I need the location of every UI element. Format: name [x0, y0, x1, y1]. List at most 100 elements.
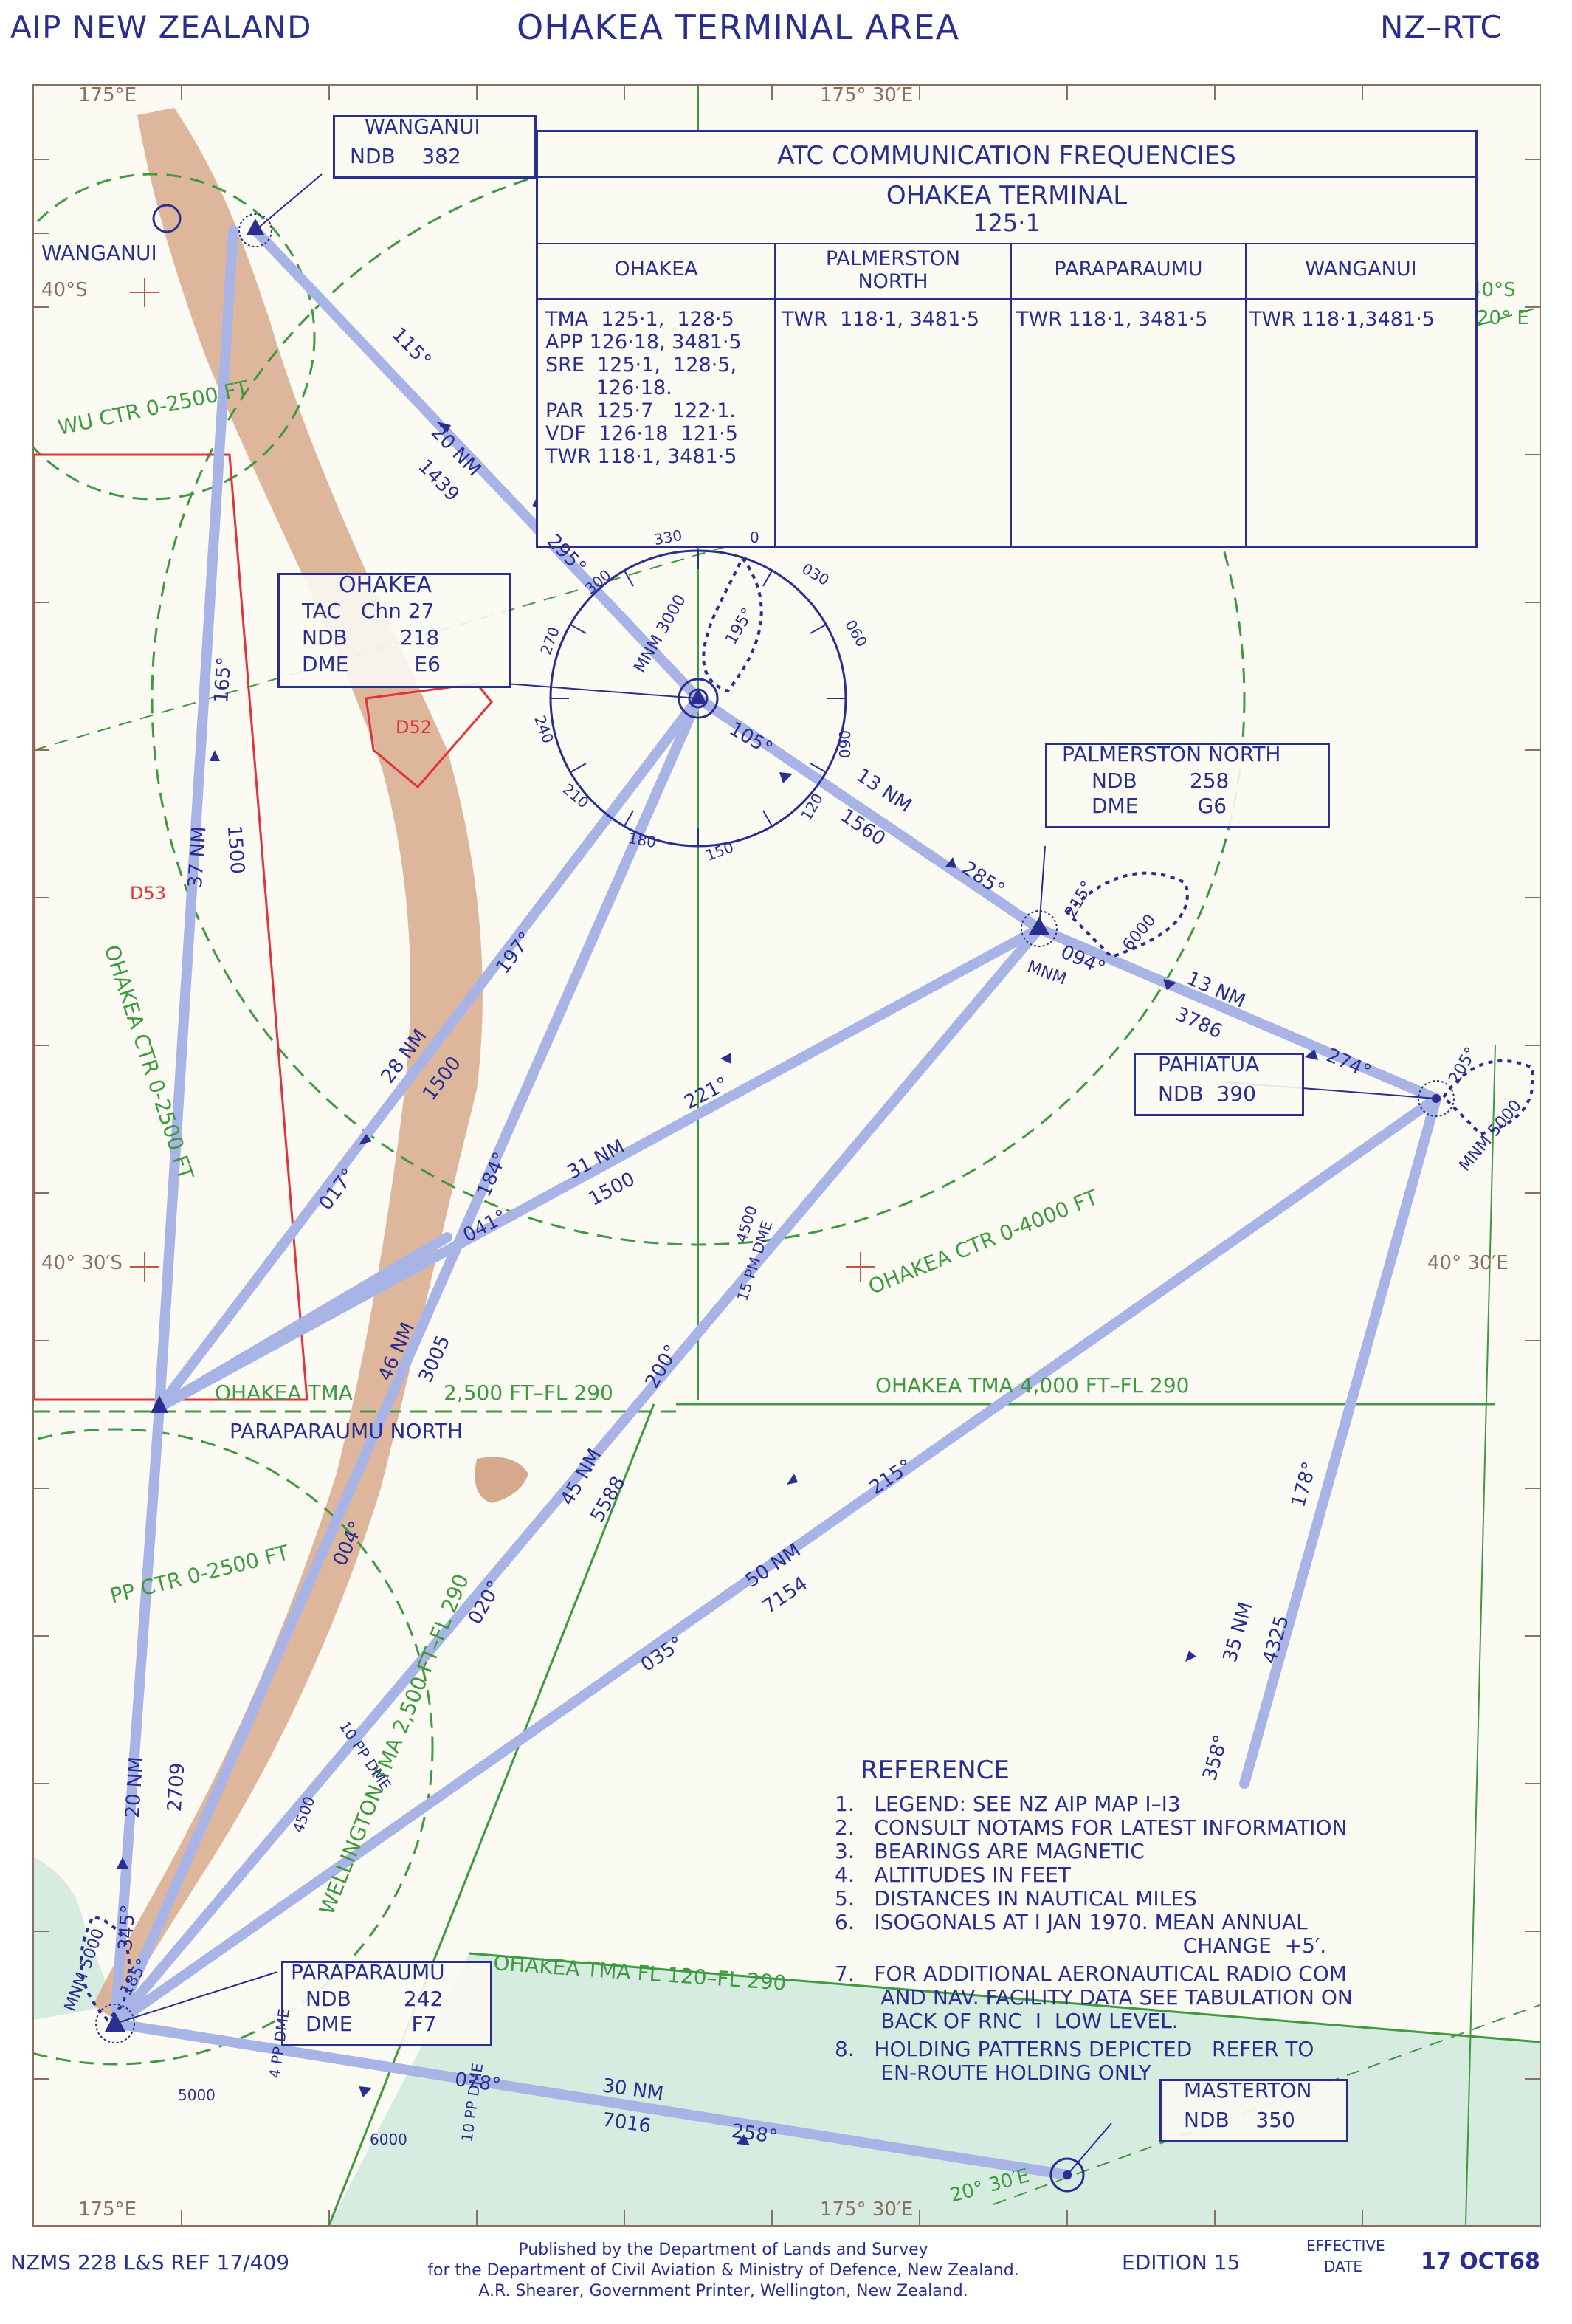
freq-wanganui-values: TWR 118·1,3481·5 [1249, 308, 1435, 331]
dme-pp10b-alt: 6000 [370, 2131, 407, 2148]
footer-date-label: DATE [1323, 2258, 1363, 2275]
graticule-crosses [130, 278, 875, 1282]
route-brg: 165° [210, 656, 236, 704]
island [475, 1457, 528, 1503]
reference-item: EN-ROUTE HOLDING ONLY [835, 2060, 1151, 2085]
route-brg: 345° [114, 1903, 140, 1952]
footer-line: Published by the Department of Lands and… [518, 2241, 928, 2259]
freq-col-ohakea: OHAKEA [614, 258, 698, 281]
station-line: NDB 218 [302, 625, 440, 650]
pp-ctr-circle [34, 1428, 434, 2066]
label-d53: D53 [130, 883, 167, 904]
label-d52: D52 [396, 717, 432, 738]
freq-col-wanganui: WANGANUI [1305, 258, 1417, 281]
tma-green-area [329, 1953, 1540, 2225]
lon-17530-bottom: 175° 30′E [820, 2198, 914, 2221]
freq-subtitle-freq: 125·1 [973, 209, 1041, 237]
lat-40s-left: 40°S [41, 279, 88, 301]
station-line: NDB 242 [306, 1987, 444, 2011]
lat-4030-left: 40° 30′S [41, 1252, 123, 1274]
label-ohakea-tma-east: OHAKEA TMA 4,000 FT–FL 290 [875, 1373, 1190, 1398]
reference-item: BACK OF RNC I LOW LEVEL. [835, 2009, 1179, 2033]
station-line: NDB 258 [1092, 769, 1230, 793]
lat-4030-right: 40° 30′E [1427, 1252, 1509, 1274]
station-name: PALMERSTON NORTH [1062, 742, 1281, 766]
reference-item: 5. DISTANCES IN NAUTICAL MILES [835, 1886, 1197, 1911]
station-line: DME G6 [1092, 794, 1227, 818]
ohakea-tma-fl-boundary [469, 1952, 1540, 2043]
wellington-tma-boundary [328, 1403, 655, 2225]
header-left: AIP NEW ZEALAND [10, 9, 312, 45]
station-box-pahiatua[interactable]: PAHIATUA NDB 390 [1134, 1052, 1304, 1116]
reference-item: 4. ALTITUDES IN FEET [835, 1863, 1071, 1887]
map-frame[interactable]: 175°E 175° 30′E 40°S 40°S 20° E 40° 30′S… [32, 84, 1541, 2227]
isogonal-20e-label: 20° E [1477, 307, 1529, 329]
atc-frequency-table: ATC COMMUNICATION FREQUENCIES OHAKEA TER… [536, 130, 1478, 548]
lon-175e-top: 175°E [78, 84, 137, 106]
station-line: DME E6 [302, 652, 441, 676]
reference-item: 2. CONSULT NOTAMS FOR LATEST INFORMATION [835, 1815, 1348, 1840]
station-box-palmerston[interactable]: PALMERSTON NORTH NDB 258 DME G6 [1045, 742, 1330, 828]
reference-item: 6. ISOGONALS AT I JAN 1970. MEAN ANNUAL [835, 1910, 1308, 1934]
freq-col-palmerston: PALMERSTON NORTH [825, 247, 961, 293]
reference-list: 1. LEGEND: SEE NZ AIP MAP I–I3 2. CONSUL… [835, 1792, 1353, 2085]
station-name: PARAPARAUMU [291, 1960, 445, 1984]
footer-line: A.R. Shearer, Government Printer, Wellin… [478, 2282, 968, 2300]
station-box-paraparaumu[interactable]: PARAPARAUMU NDB 242 DME F7 [281, 1960, 492, 2046]
town-wanganui: WANGANUI [41, 241, 157, 265]
lon-175e-bottom: 175°E [78, 2198, 137, 2221]
reference-title: REFERENCE [861, 1756, 1010, 1785]
station-line: TAC Chn 27 [302, 599, 435, 623]
footer-effective: EFFECTIVE [1306, 2237, 1385, 2255]
header-right: NZ–RTC [1380, 9, 1503, 45]
station-name: PAHIATUA [1158, 1052, 1260, 1076]
reference-item: CHANGE +5′. [835, 1933, 1327, 1958]
freq-subtitle: OHAKEA TERMINAL [886, 181, 1128, 210]
dme-pp4-alt: 5000 [178, 2086, 216, 2104]
reference-item: 3. BEARINGS ARE MAGNETIC [835, 1839, 1145, 1863]
wu-ctr-circle [34, 173, 316, 501]
label-ohakea-tma-west: OHAKEA TMA [215, 1381, 353, 1405]
ohakea-compass-rose [549, 549, 847, 848]
route-arrows [117, 422, 1318, 2145]
station-line: NDB 390 [1158, 1082, 1256, 1106]
route-alt: 1500 [222, 824, 249, 876]
route-alt: 2709 [163, 1761, 190, 1813]
station-name: OHAKEA [339, 572, 432, 598]
routes [110, 225, 1441, 2180]
footer-date: 17 OCT68 [1421, 2249, 1540, 2275]
freq-title: ATC COMMUNICATION FREQUENCIES [777, 141, 1236, 171]
label-ohakea-tma-west-alt: 2,500 FT–FL 290 [444, 1381, 613, 1405]
route-dist: 20 NM [121, 1756, 148, 1819]
chart-map [34, 86, 1540, 2225]
station-name: MASTERTON [1184, 2078, 1312, 2103]
compass-label: 0 [750, 529, 759, 546]
footer-publisher: Published by the Department of Lands and… [354, 2240, 1092, 2302]
freq-ohakea-values: TMA 125·1, 128·5 APP 126·18, 3481·5 SRE … [545, 308, 742, 468]
station-box-masterton[interactable]: MASTERTON NDB 350 [1159, 2078, 1348, 2142]
station-name: WANGANUI [365, 114, 480, 139]
compass-label: 090 [836, 729, 855, 759]
label-paraparaumu-north: PARAPARAUMU NORTH [230, 1419, 463, 1443]
station-line: NDB 382 [350, 144, 461, 168]
reference-item: AND NAV. FACILITY DATA SEE TABULATION ON [835, 1985, 1353, 2010]
route-dist: 37 NM [184, 825, 211, 889]
page-title: OHAKEA TERMINAL AREA [517, 7, 960, 47]
coast-green-patch [34, 1857, 115, 2020]
station-line: DME F7 [306, 2012, 437, 2036]
station-line: NDB 350 [1184, 2108, 1295, 2132]
freq-paraparaumu-values: TWR 118·1, 3481·5 [1016, 308, 1208, 331]
reference-item: 1. LEGEND: SEE NZ AIP MAP I–I3 [835, 1792, 1181, 1816]
freq-col-paraparaumu: PARAPARAUMU [1054, 258, 1203, 281]
footer-edition: EDITION 15 [1122, 2250, 1241, 2275]
reference-item: 7. FOR ADDITIONAL AERONAUTICAL RADIO COM [835, 1962, 1347, 1986]
station-box-wanganui[interactable]: WANGANUI NDB 382 [333, 114, 537, 179]
holding-patterns [80, 555, 1535, 2022]
lon-17530-top: 175° 30′E [820, 84, 914, 106]
freq-palmerston-values: TWR 118·1, 3481·5 [782, 308, 980, 331]
boundary-east [1465, 1045, 1496, 2225]
ohakea-ctr-circle [151, 151, 1246, 1246]
footer-line: for the Department of Civil Aviation & M… [427, 2261, 1019, 2280]
footer-left: NZMS 228 L&S REF 17/409 [10, 2250, 290, 2275]
station-box-ohakea[interactable]: OHAKEA TAC Chn 27 NDB 218 DME E6 [277, 572, 511, 688]
